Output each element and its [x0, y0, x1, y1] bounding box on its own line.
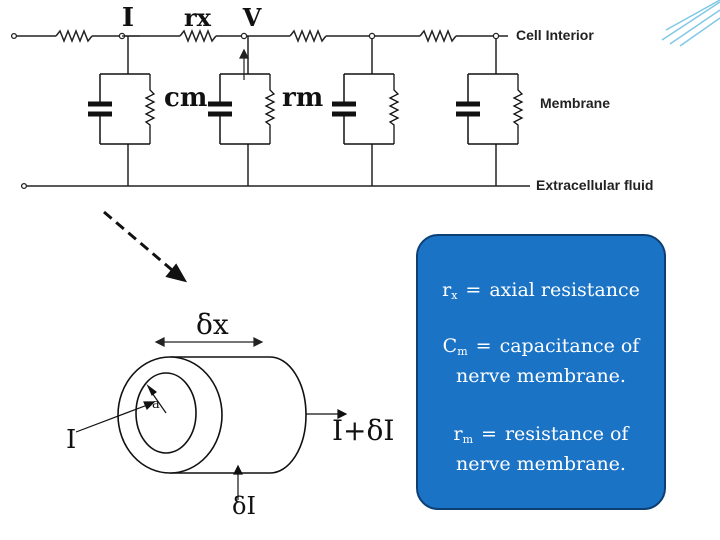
cylinder-label-dx: δx	[196, 308, 229, 341]
legend-rx-eq: =	[465, 279, 482, 301]
legend-cm-line2: nerve membrane.	[456, 365, 626, 387]
legend-cm-symbol: C	[442, 335, 458, 357]
circuit-label-cm: cm	[164, 83, 207, 113]
membrane-resistor	[264, 74, 276, 144]
legend-rm-line2: nerve membrane.	[456, 453, 626, 475]
circuit-label-current: I	[122, 3, 134, 33]
cylinder-label-radius: a	[152, 397, 160, 412]
side-label-extracellular: Extracellular fluid	[536, 177, 653, 193]
legend-rm: rm = resistance of nerve membrane.	[418, 422, 664, 477]
circuit-label-voltage: V	[242, 3, 262, 32]
side-label-membrane: Membrane	[540, 95, 610, 111]
cable-circuit-diagram: I rx V cm rm Cell Interior Membrane Extr…	[10, 3, 653, 193]
membrane-resistor	[388, 74, 400, 144]
decorative-corner-lines	[661, 0, 720, 47]
membrane-resistor	[512, 74, 524, 144]
circuit-label-rx: rx	[184, 3, 212, 32]
legend-rm-line1: resistance of	[504, 423, 629, 445]
cylinder-label-current-in: I	[66, 425, 76, 455]
legend-rx-text: axial resistance	[489, 279, 640, 301]
rc-unit	[332, 73, 400, 145]
circuit-label-rm: rm	[282, 83, 323, 113]
cylinder-label-delta-current: δI	[232, 492, 256, 520]
legend-rm-sub: m	[462, 433, 474, 446]
legend-rx-sub: x	[451, 289, 458, 302]
rc-unit	[88, 73, 156, 145]
side-label-cell-interior: Cell Interior	[516, 27, 594, 43]
legend-rx-symbol: r	[442, 279, 452, 301]
legend-box: rx=axial resistance Cm=capacitance of ne…	[416, 234, 666, 510]
rc-units	[88, 73, 524, 145]
legend-rx: rx = axial resistance	[418, 278, 664, 308]
legend-cm-line1: capacitance of	[499, 335, 640, 357]
legend-cm-sub: m	[457, 345, 468, 358]
legend-rm-eq: =	[481, 423, 497, 445]
cylinder-label-current-out: I+δI	[332, 414, 394, 447]
rc-unit	[208, 73, 276, 145]
legend-cm: Cm = capacitance of nerve membrane.	[418, 334, 664, 389]
circuit-label-rx-text: rx	[184, 3, 212, 32]
rc-unit	[456, 73, 524, 145]
legend-rm-symbol: r	[453, 423, 463, 445]
legend-cm-eq: =	[475, 335, 492, 357]
membrane-resistor	[144, 74, 156, 144]
